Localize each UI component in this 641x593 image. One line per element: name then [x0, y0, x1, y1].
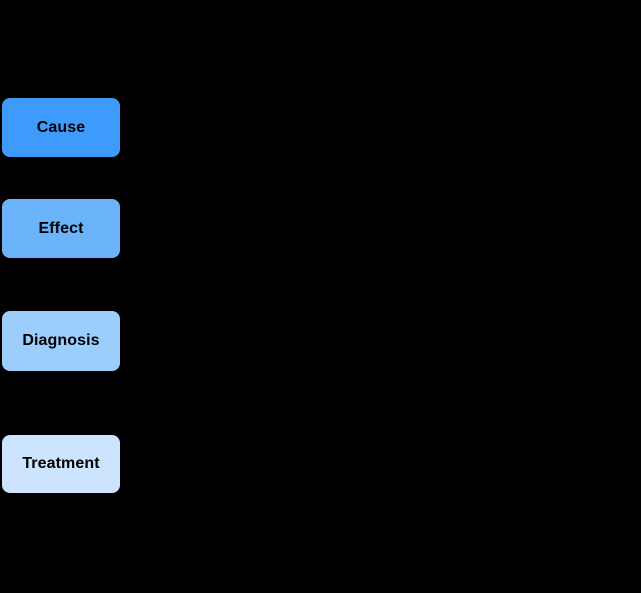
diagram-node-label: Treatment — [22, 455, 100, 472]
diagram-node-effect[interactable]: Effect — [2, 199, 120, 258]
diagram-node-cause[interactable]: Cause — [2, 98, 120, 157]
diagram-node-treatment[interactable]: Treatment — [2, 435, 120, 493]
diagram-node-label: Effect — [38, 219, 84, 237]
diagram-node-label: Diagnosis — [22, 332, 100, 349]
diagram-node-label: Cause — [36, 118, 86, 136]
diagram-node-diagnosis[interactable]: Diagnosis — [2, 311, 120, 371]
